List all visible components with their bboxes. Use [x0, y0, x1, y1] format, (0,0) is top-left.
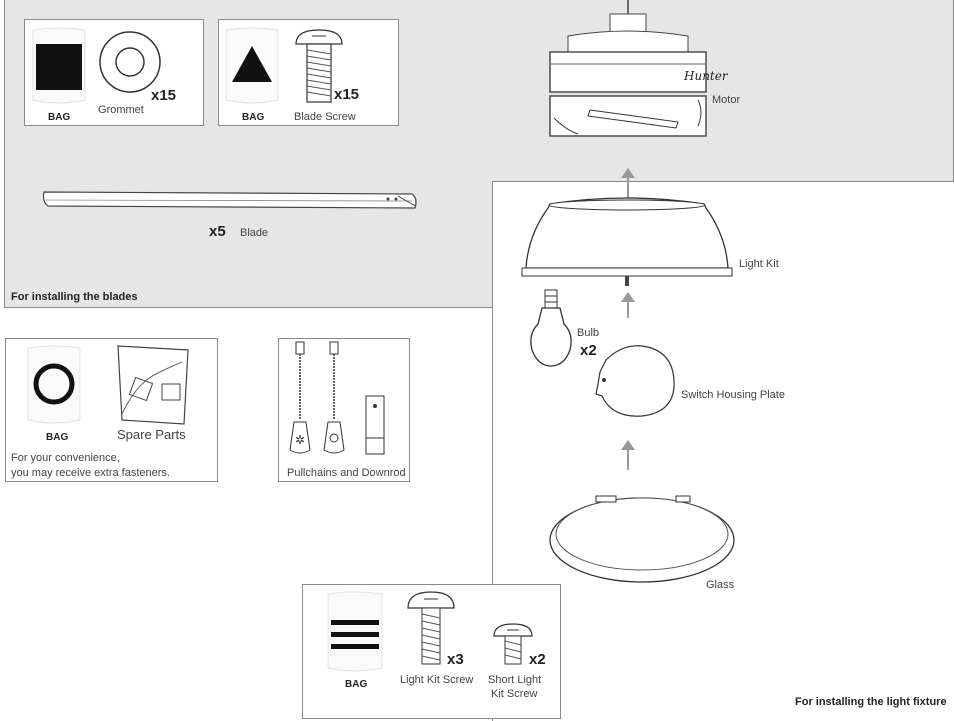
spare-parts-label: Spare Parts	[117, 427, 186, 442]
arrow-up-icon	[621, 168, 635, 198]
light-screws-bag-icon	[327, 591, 383, 672]
pullchains-label: Pullchains and Downrod	[287, 467, 406, 479]
pullchain-fan-icon: ✲	[289, 341, 311, 454]
bulb-label: Bulb	[577, 327, 600, 339]
grommet-qty: x15	[151, 87, 177, 104]
arrow-up-icon	[621, 292, 635, 318]
light-kit-label: Light Kit	[739, 258, 779, 270]
spare-parts-bag-icon	[27, 345, 81, 424]
spare-parts-bag-label: BAG	[46, 432, 69, 443]
light-kit-screw-qty: x3	[447, 651, 464, 668]
short-light-kit-screw-icon	[493, 623, 533, 665]
downrod-icon	[365, 395, 385, 455]
motor-icon	[549, 0, 707, 137]
light-kit-icon	[521, 197, 733, 286]
blade-screw-qty: x15	[334, 86, 360, 103]
bulb-icon	[530, 289, 572, 367]
blade-screw-label: Blade Screw	[294, 111, 356, 123]
switch-housing-plate-label: Switch Housing Plate	[681, 389, 785, 401]
short-light-kit-screw-qty: x2	[529, 651, 546, 668]
short-light-kit-screw-label-line1: Short Light	[488, 674, 542, 686]
blade-qty: x5	[209, 223, 226, 240]
light-screws-bag-label: BAG	[345, 679, 368, 690]
motor-logo: Hunter	[684, 69, 728, 83]
grommet-icon	[99, 31, 161, 93]
light-kit-screw-icon	[407, 591, 455, 665]
motor-label: Motor	[712, 94, 741, 106]
svg-text:✲: ✲	[295, 433, 305, 447]
short-light-kit-screw-label-line2: Kit Screw	[491, 688, 538, 700]
grommet-bag-icon	[32, 27, 86, 104]
switch-housing-plate-icon	[595, 345, 675, 417]
blades-section-caption: For installing the blades	[11, 291, 138, 303]
arrow-up-icon	[621, 440, 635, 470]
light-fixture-section-caption: For installing the light fixture	[795, 696, 947, 708]
glass-label: Glass	[706, 579, 735, 591]
blade-screw-bag-icon	[225, 27, 279, 104]
blade-label: Blade	[240, 227, 269, 239]
light-kit-screw-label: Light Kit Screw	[400, 674, 474, 686]
spare-parts-icon	[117, 345, 189, 425]
spare-parts-note-line1: For your convenience,	[11, 452, 120, 464]
blade-icon	[42, 191, 417, 209]
bulb-qty: x2	[580, 342, 597, 359]
spare-parts-note-line2: you may receive extra fasteners.	[11, 467, 170, 479]
blade-screw-icon	[295, 29, 343, 103]
motor-logo-text: Hunter	[684, 69, 728, 83]
pullchain-light-icon	[323, 341, 345, 454]
grommet-bag-label: BAG	[48, 112, 71, 123]
blade-screw-bag-label: BAG	[242, 112, 265, 123]
glass-icon	[549, 495, 735, 583]
grommet-label: Grommet	[98, 104, 144, 116]
